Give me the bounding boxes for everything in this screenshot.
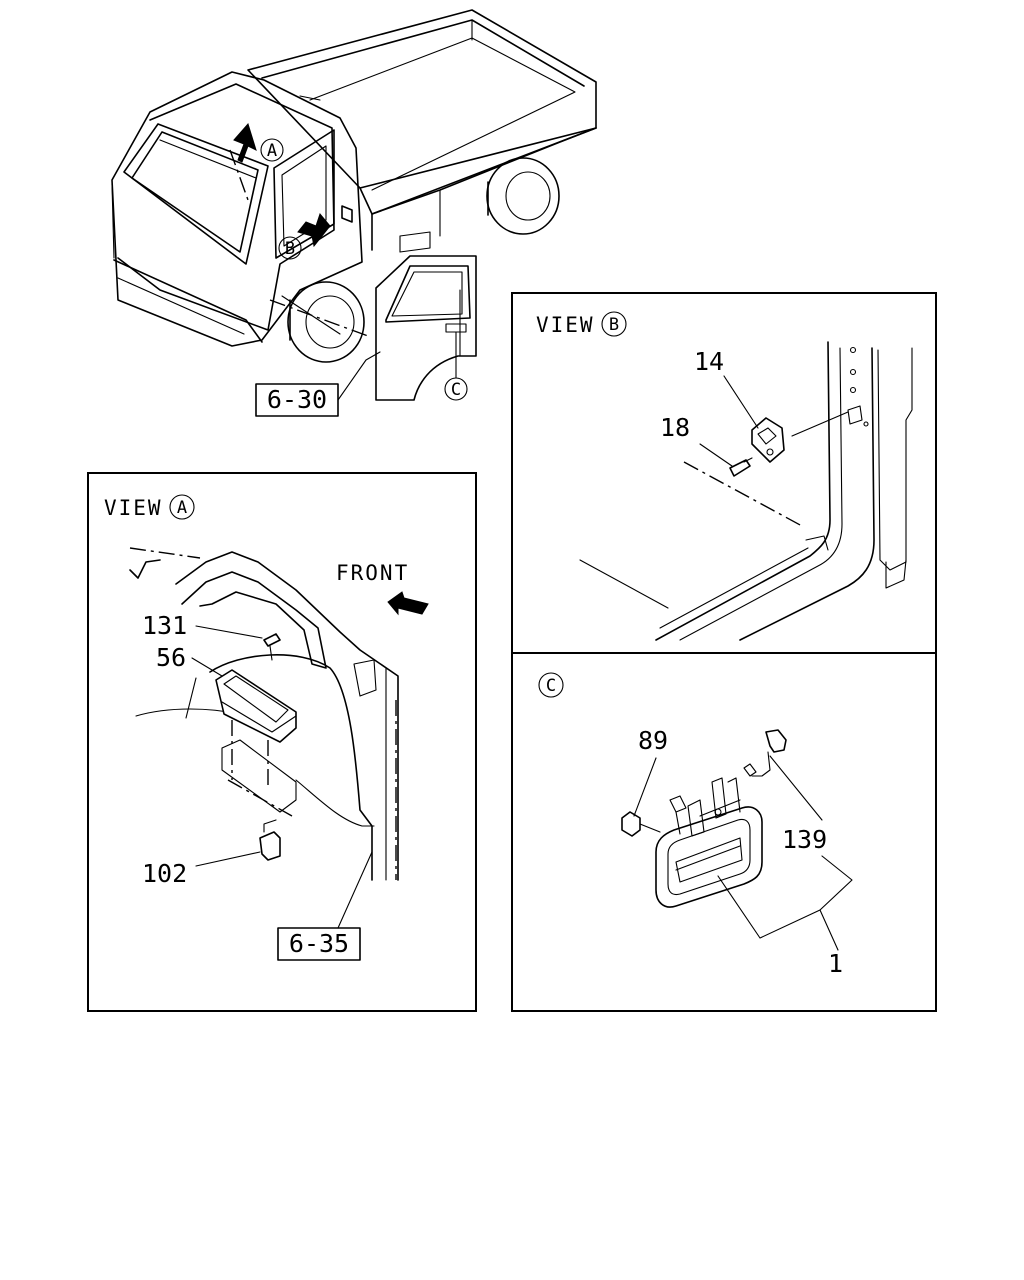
- callout-18: 18: [660, 413, 690, 442]
- roof-structure: [129, 547, 399, 881]
- view-b-title: VIEW: [536, 313, 595, 337]
- part-56-housing: [215, 669, 297, 790]
- part-139-clip: [743, 729, 787, 777]
- part-131-screw: [263, 633, 281, 661]
- part-102-clip: [259, 819, 281, 861]
- detail-c-panel: C 89 139 1: [511, 652, 937, 1012]
- ref-6-30-label: 6-30: [267, 385, 327, 414]
- callout-89: 89: [638, 726, 668, 755]
- callout-14: 14: [694, 347, 724, 376]
- callout-131: 131: [142, 611, 187, 640]
- view-a-marker: A: [177, 498, 187, 518]
- view-a-title: VIEW: [104, 496, 163, 520]
- callout-102: 102: [142, 859, 187, 888]
- part-18-screw: [729, 457, 753, 477]
- cab: [111, 71, 369, 347]
- door-panel: C: [375, 255, 477, 401]
- front-arrow-icon: [387, 591, 429, 616]
- lamp-lens: [221, 739, 297, 817]
- detail-c-marker: C: [546, 676, 556, 696]
- callout-139: 139: [782, 825, 827, 854]
- view-b-arrow: B: [278, 212, 331, 260]
- part-89-nut: [621, 811, 661, 837]
- door-frame: [579, 341, 913, 641]
- marker-b-label: B: [285, 239, 295, 259]
- view-b-marker: B: [609, 315, 619, 335]
- front-wheel: [287, 281, 365, 363]
- truck-overview: A B C 6-30: [111, 9, 597, 417]
- part-14-striker: [751, 411, 849, 463]
- view-b-panel: VIEW B: [511, 292, 937, 654]
- outside-door-handle: [655, 777, 763, 908]
- cargo-bed: [247, 9, 597, 253]
- ref-6-35-label: 6-35: [289, 929, 349, 958]
- rear-wheel: [486, 157, 560, 235]
- front-label: FRONT: [336, 561, 409, 585]
- marker-c-label: C: [451, 380, 461, 400]
- callout-1: 1: [828, 949, 843, 978]
- view-a-panel: VIEW A FRONT: [87, 472, 477, 1012]
- ref-6-30[interactable]: 6-30: [255, 351, 381, 417]
- callout-56: 56: [156, 643, 186, 672]
- view-a-arrow: A: [233, 122, 284, 163]
- ref-6-35[interactable]: 6-35: [277, 851, 373, 961]
- marker-a-label: A: [267, 141, 277, 161]
